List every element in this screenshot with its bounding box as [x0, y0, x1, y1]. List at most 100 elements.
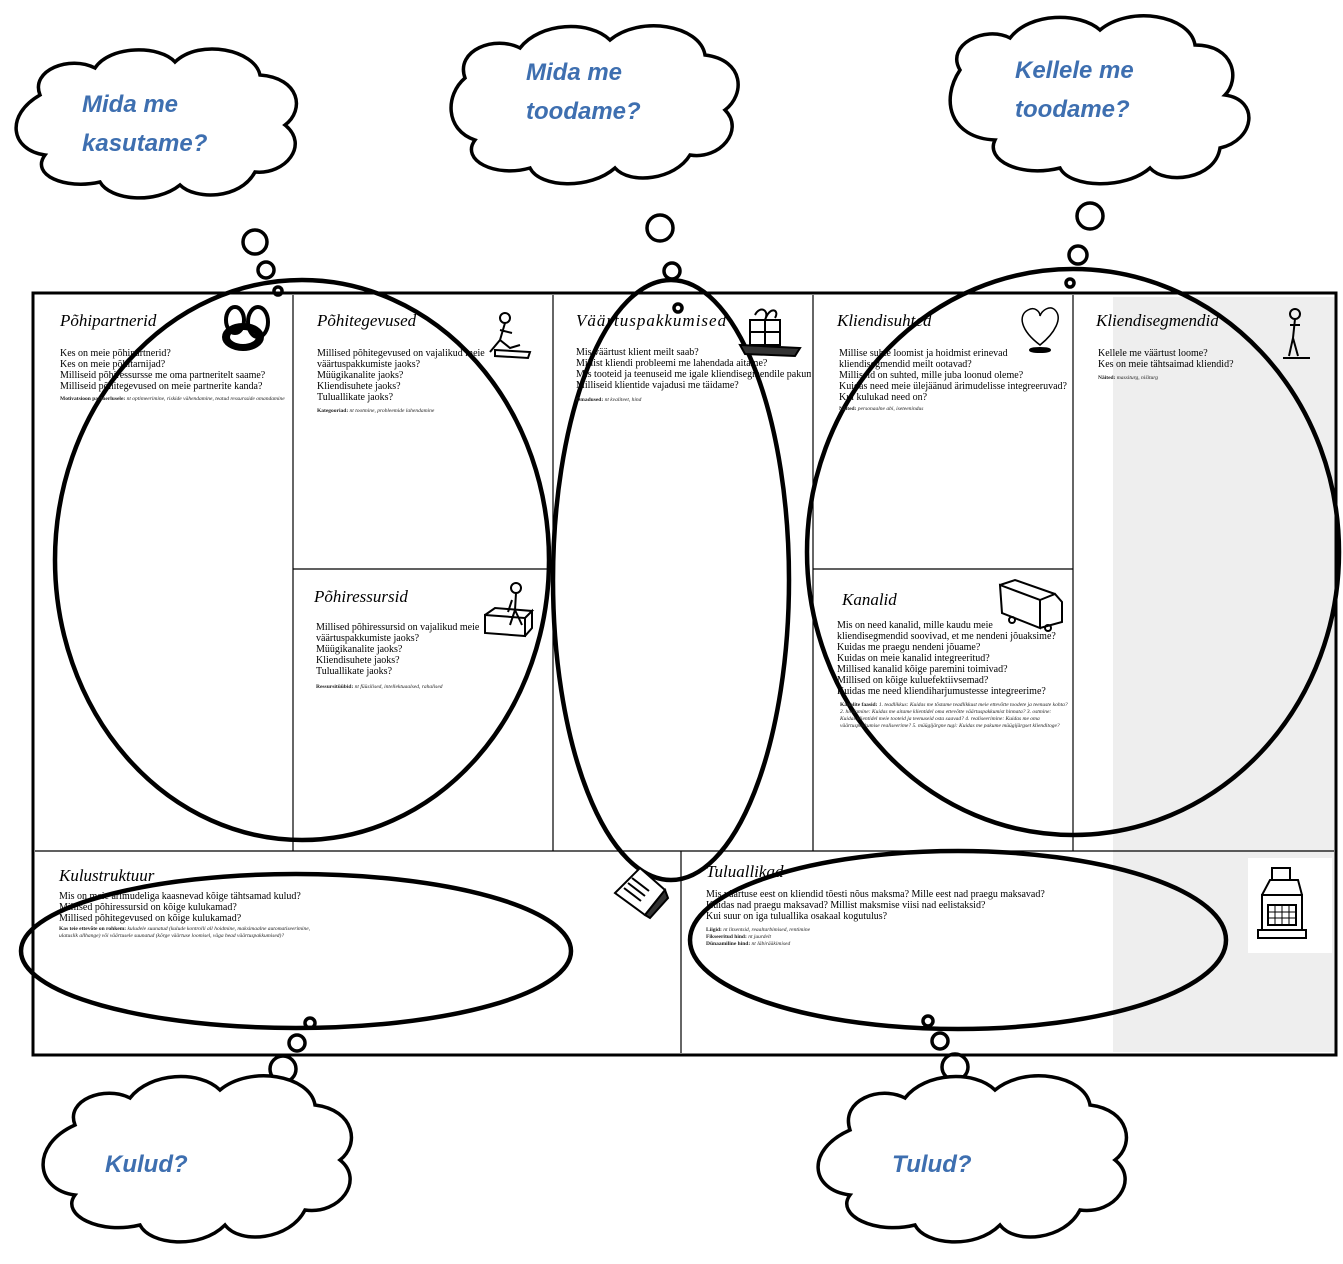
cloud-line: Kulud?: [105, 1151, 188, 1178]
note-text: nt tootmine, probleemide lahendamine: [349, 408, 435, 414]
rings-icon: [222, 305, 270, 351]
key-partners-note: Motivatsioon partnerlusele: nt optimeeri…: [60, 396, 288, 403]
note-label: Kategooriad:: [317, 408, 349, 414]
note-text: personaalne abi, iseteenindus: [857, 406, 924, 412]
value-propositions-questions: Mis väärtust klient meilt saab? Millist …: [576, 347, 811, 391]
question: Kes on meie tähtsaimad kliendid?: [1098, 359, 1234, 370]
question: Millised kanalid kõige paremini toimivad…: [837, 664, 1008, 675]
cloud-line: toodame?: [526, 98, 641, 125]
cloud-customers: [948, 14, 1251, 186]
question: väärtuspakkumiste jaoks?: [317, 359, 421, 370]
question: Millised põhiressursid on vajalikud meie: [316, 622, 480, 633]
cloud-costs: [41, 1074, 354, 1244]
cloud-line: Mida me: [82, 91, 179, 118]
note-label: Ressursitüübid:: [316, 684, 354, 690]
channels-questions: Mis on need kanalid, mille kaudu meie kl…: [837, 620, 1056, 697]
key-activities-title: Põhitegevused: [317, 311, 417, 330]
cost-structure-note: Kas teie ettevõte on rohkem: kuludele su…: [59, 926, 329, 940]
channels-title: Kanalid: [842, 590, 897, 609]
customer-segments-note: Näited: massiturg, nišiturg: [1098, 375, 1298, 382]
question: Mis tooteid ja teenuseid me igale kliend…: [576, 369, 811, 380]
revenue-streams-notes: Liigid: nt litsentsid, reaaltarbimised, …: [706, 927, 1006, 948]
note-label: Motivatsioon partnerlusele:: [60, 396, 126, 402]
cost-structure-questions: Mis on meie ärimudeliga kaasnevad kõige …: [59, 891, 301, 924]
note-label: Fikseeritud hind:: [706, 934, 747, 940]
question: väärtuspakkumiste jaoks?: [316, 633, 420, 644]
note-label: Kanalite faasid:: [840, 702, 878, 708]
customer-relationships-questions: Millise suhte loomist ja hoidmist erinev…: [839, 348, 1071, 403]
question: Mis on need kanalid, mille kaudu meie: [837, 620, 993, 631]
truck-icon: [998, 578, 1063, 632]
revenue-streams-title: Tuluallikad: [706, 862, 784, 881]
cloud-line: Kellele me: [1015, 57, 1134, 84]
receipt-icon: [613, 866, 670, 920]
cloud-product: [449, 24, 740, 186]
question: Müügikanalite jaoks?: [317, 370, 404, 381]
question: Kuidas nad praegu maksavad? Millist maks…: [706, 900, 986, 911]
worker-box-icon: [484, 582, 535, 638]
question: Tuluallikate jaoks?: [317, 392, 394, 403]
note-label: Liigid:: [706, 927, 722, 933]
heart-icon: [1021, 307, 1059, 353]
question: Tuluallikate jaoks?: [316, 666, 393, 677]
cloud-line: kasutame?: [82, 130, 208, 157]
value-propositions-note: Omadused: nt kvaliteet, hind: [576, 397, 806, 404]
question: Kes on meie põhipartnerid?: [60, 348, 171, 359]
question: Milliseid klientide vajadusi me täidame?: [576, 380, 739, 391]
note-text: 1. teadlikkus: Kuidas me tõstame teadlik…: [840, 702, 1068, 729]
cloud-text-product: Mida me toodame?: [526, 53, 641, 131]
cloud-line: Tulud?: [892, 1151, 972, 1178]
key-resources-title: Põhiressursid: [314, 587, 408, 606]
key-activities-note: Kategooriad: nt tootmine, probleemide la…: [317, 408, 547, 415]
question: Kuidas me need kliendiharjumustesse inte…: [837, 686, 1046, 697]
question: Kuidas on meie kanalid integreeritud?: [837, 653, 990, 664]
question: kliendisegmendid soovivad, et me nendeni…: [837, 631, 1056, 642]
cloud-text-costs: Kulud?: [105, 1145, 188, 1184]
ellipse-resources: [52, 277, 552, 843]
key-partners-questions: Kes on meie põhipartnerid? Kes on meie p…: [60, 348, 265, 392]
note-text: nt füüsilised, intellektuaalsed, rahalis…: [354, 684, 443, 690]
note-text: nt litsentsid, reaaltarbimised, rentimin…: [723, 927, 811, 933]
question: Mis väärtuse eest on kliendid tõesti nõu…: [706, 889, 1045, 900]
question: Millised põhitegevused on kõige kulukama…: [59, 913, 242, 924]
channels-note: Kanalite faasid: 1. teadlikkus: Kuidas m…: [840, 702, 1068, 730]
note-line: Liigid: nt litsentsid, reaaltarbimised, …: [706, 927, 1006, 934]
question: Kellele me väärtust loome?: [1098, 348, 1208, 359]
ellipse-customers: [804, 266, 1342, 838]
customer-segments-questions: Kellele me väärtust loome? Kes on meie t…: [1098, 348, 1234, 370]
cloud-text-customers: Kellele me toodame?: [1015, 51, 1134, 129]
ellipse-costs: [18, 871, 574, 1031]
question: Milliseid põhitegevused on meie partneri…: [60, 381, 263, 392]
question: Millist kliendi probleemi me lahendada a…: [576, 358, 768, 369]
key-activities-questions: Millised põhitegevused on vajalikud meie…: [317, 348, 485, 403]
customer-relationships-note: Näited: personaalne abi, iseteenindus: [839, 406, 1069, 413]
note-line: Fikseeritud hind: nt juurdelt: [706, 934, 1006, 941]
revenue-streams-questions: Mis väärtuse eest on kliendid tõesti nõu…: [706, 889, 1045, 922]
cloud-text-resources: Mida me kasutame?: [82, 85, 207, 163]
question: Kui kulukad need on?: [839, 392, 928, 403]
note-text: nt optimeerimine, riskide vähendamine, t…: [126, 396, 285, 402]
question: Kes on meie põhitarnijad?: [60, 359, 166, 370]
question: Millised põhiressursid on kõige kulukama…: [59, 902, 237, 913]
note-text: massiturg, nišiturg: [1116, 375, 1158, 381]
key-resources-note: Ressursitüübid: nt füüsilised, intellekt…: [316, 684, 546, 691]
cost-structure-title: Kulustruktuur: [59, 866, 155, 885]
note-label: Näited:: [1098, 375, 1116, 381]
question: Mis väärtust klient meilt saab?: [576, 347, 699, 358]
cloud-text-revenue: Tulud?: [892, 1145, 972, 1184]
cloud-resources: [14, 47, 299, 200]
note-label: Omadused:: [576, 397, 604, 403]
note-label: Näited:: [839, 406, 857, 412]
key-partners-title: Põhipartnerid: [60, 311, 157, 330]
question: Millised põhitegevused on vajalikud meie: [317, 348, 485, 359]
question: Kliendisuhete jaoks?: [316, 655, 400, 666]
cloud-revenue: [816, 1074, 1129, 1244]
note-label: Kas teie ettevõte on rohkem:: [59, 926, 127, 932]
question: Müügikanalite jaoks?: [316, 644, 403, 655]
cash-register-icon: [1257, 867, 1307, 939]
note-text: nt läbirääkimised: [751, 941, 791, 947]
customer-segments-title: Kliendisegmendid: [1096, 311, 1219, 330]
value-propositions-title: Väärtuspakkumised: [576, 311, 728, 330]
note-text: nt kvaliteet, hind: [604, 397, 642, 403]
note-label: Dünaamiline hind:: [706, 941, 751, 947]
